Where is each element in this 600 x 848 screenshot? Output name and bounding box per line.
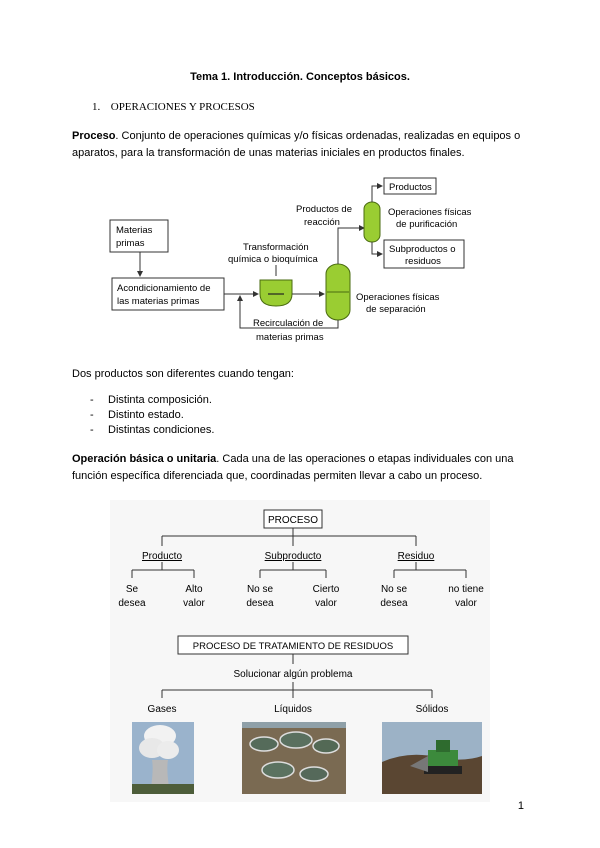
purificacion-label-1: Operaciones físicas [388, 207, 472, 218]
recirculacion-label-2: materias primas [256, 332, 324, 343]
purification-column [363, 201, 381, 243]
leaf-label: Alto [185, 584, 203, 595]
separacion-label-2: de separación [366, 304, 426, 315]
materias-primas-box [109, 219, 169, 253]
list-item: -Distinto estado. [90, 409, 184, 421]
acondicionamiento-box [111, 277, 225, 311]
classification-diagram: PROCESO Producto Subproducto Residuo Se … [110, 500, 490, 802]
producto-label: Producto [142, 551, 182, 562]
residuo-label: Residuo [398, 551, 435, 562]
operacion-definition: Operación básica o unitaria. Cada una de… [72, 451, 534, 485]
leaf-label: valor [315, 598, 337, 609]
process-flow-diagram: Materias primas Acondicionamiento de las… [109, 177, 472, 343]
productos-reaccion-label-1: Productos de [296, 204, 352, 215]
subproductos-label-1: Subproductos o [389, 244, 456, 255]
leaf-label: No se [247, 584, 274, 595]
proceso-definition: Proceso. Conjunto de operaciones química… [72, 128, 534, 162]
acondicionamiento-label-1: Acondicionamiento de [117, 283, 210, 294]
cooling-tower-photo [132, 722, 194, 794]
leaf-label: no tiene [448, 584, 484, 595]
section-number: 1. [92, 101, 101, 113]
subproductos-label-2: residuos [405, 256, 441, 267]
solidos-label: Sólidos [416, 704, 449, 715]
leaf-label: Cierto [313, 584, 340, 595]
purificacion-label-2: de purificación [396, 219, 457, 230]
page-title: Tema 1. Introducción. Conceptos básicos. [190, 71, 410, 83]
separacion-label-1: Operaciones físicas [356, 292, 440, 303]
arrow-to-productos [371, 183, 383, 202]
solucionar-label: Solucionar algún problema [234, 669, 353, 680]
section-heading: 1. OPERACIONES Y PROCESOS [92, 101, 255, 113]
subproducto-label: Subproducto [265, 551, 322, 562]
acondicionamiento-label-2: las materias primas [117, 296, 200, 307]
reactor-vessel [259, 279, 293, 307]
landfill-bulldozer-photo [382, 722, 482, 794]
productos-reaccion-label-2: reacción [304, 217, 340, 228]
leaf-label: desea [380, 598, 408, 609]
tratamiento-label: PROCESO DE TRATAMIENTO DE RESIDUOS [193, 641, 393, 652]
subproductos-box [383, 239, 465, 269]
transformacion-label-1: Transformación [243, 242, 309, 253]
leaf-label: valor [183, 598, 205, 609]
diferentes-list: -Distinta composición. -Distinto estado.… [90, 393, 214, 438]
list-item: -Distinta composición. [90, 394, 212, 406]
operacion-term: Operación básica o unitaria [72, 453, 217, 465]
productos-label: Productos [389, 182, 432, 193]
materias-primas-label-2: primas [116, 238, 145, 249]
proceso-label: PROCESO [268, 515, 318, 526]
leaf-label: desea [246, 598, 274, 609]
recirculacion-label-1: Recirculación de [253, 318, 323, 329]
operacion-text: . Cada una de las operaciones o etapas i… [72, 453, 514, 482]
section-title: OPERACIONES Y PROCESOS [110, 101, 255, 113]
transformacion-label-2: química o bioquímica [228, 254, 318, 265]
materias-primas-label-1: Materias [116, 225, 153, 236]
productos-box [383, 177, 437, 195]
proceso-text: . Conjunto de operaciones químicas y/o f… [72, 130, 521, 159]
list-item: -Distintas condiciones. [90, 424, 215, 436]
page-number: 1 [517, 800, 524, 812]
recirculation-arrow [237, 295, 339, 329]
arrow-to-purification [337, 225, 365, 264]
leaf-label: Se [126, 584, 139, 595]
proceso-term: Proceso [72, 130, 116, 142]
liquidos-label: Líquidos [274, 704, 312, 715]
arrow-to-subproductos [371, 242, 383, 257]
water-treatment-photo [242, 722, 346, 794]
gases-label: Gases [148, 704, 177, 715]
leaf-label: valor [455, 598, 477, 609]
diferentes-intro: Dos productos son diferentes cuando teng… [72, 368, 294, 380]
leaf-label: desea [118, 598, 146, 609]
leaf-label: No se [381, 584, 408, 595]
